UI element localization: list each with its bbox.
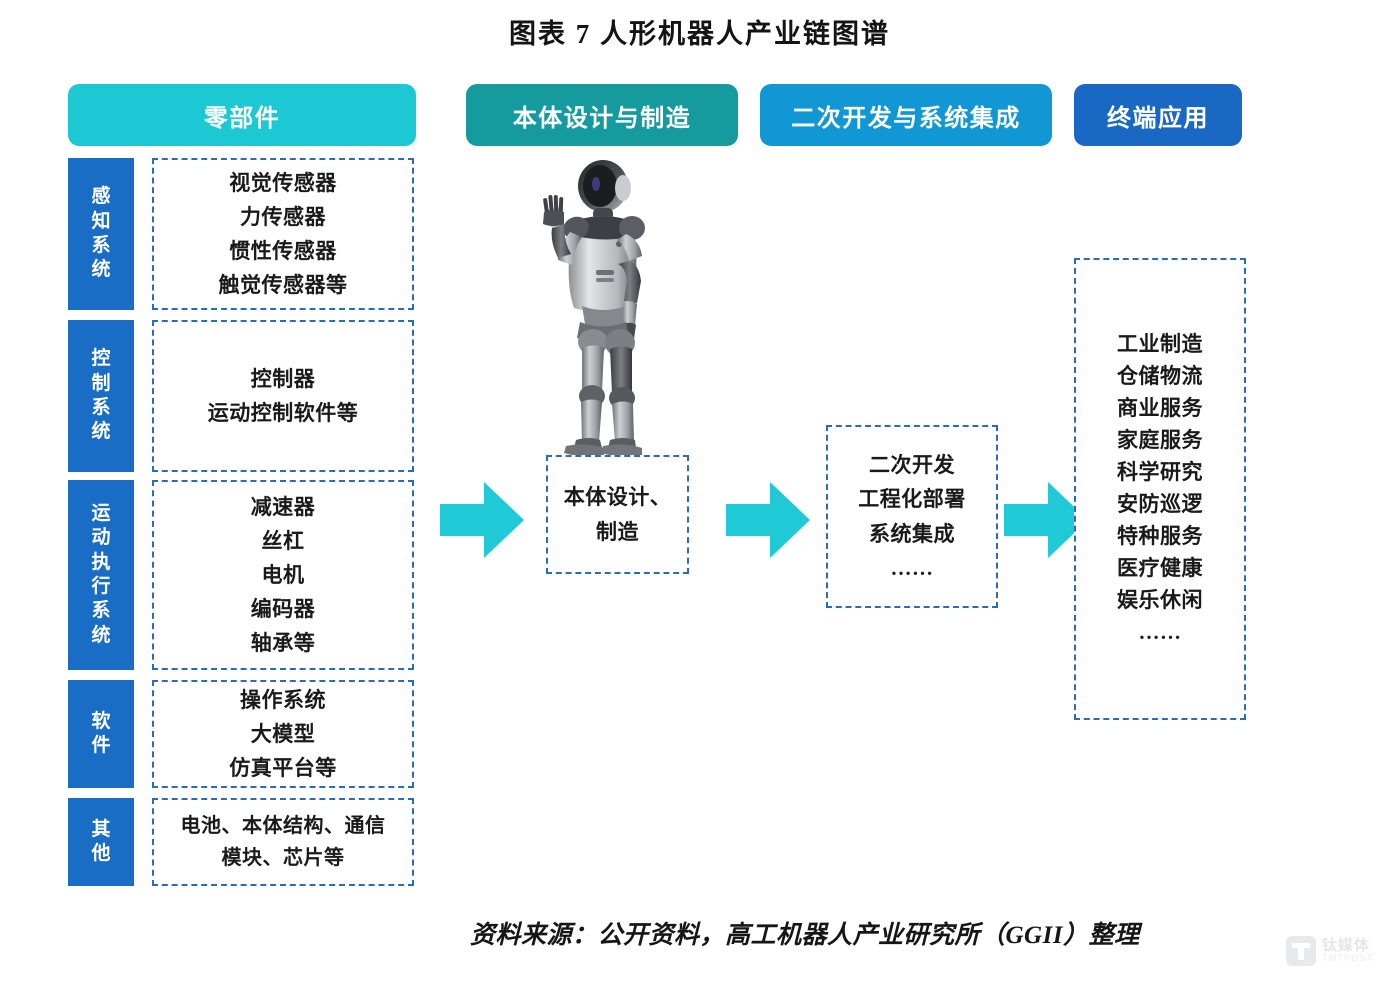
stage-box-integration: 二次开发 工程化部署 系统集成 ……: [826, 425, 998, 608]
stage-header-body-design-label: 本体设计与制造: [512, 105, 692, 132]
application-item: ……: [1138, 619, 1182, 644]
stage-item: 工程化部署: [858, 487, 966, 512]
page-title: 图表 7 人形机器人产业链图谱: [509, 19, 890, 49]
application-item: 商业服务: [1117, 396, 1203, 421]
stage-header-parts: 零部件: [68, 84, 416, 146]
component-item: 轴承等: [250, 631, 316, 656]
component-item: 电池、本体结构、通信: [180, 814, 386, 837]
flow-arrow-icon: [440, 482, 524, 558]
source-note: 资料来源：公开资料，高工机器人产业研究所（GGII）整理: [470, 922, 1140, 949]
component-item: 编码器: [250, 597, 316, 621]
category-tab-motion-execution: 运动执行系统: [68, 480, 134, 670]
flow-arrow-icon: [726, 482, 810, 558]
component-box-software: 操作系统 大模型 仿真平台等: [152, 680, 414, 788]
application-item: 家庭服务: [1117, 428, 1203, 453]
category-tab-software: 软件: [68, 680, 134, 788]
robot-head: [578, 160, 631, 220]
component-item: 操作系统: [240, 687, 326, 712]
component-item: 丝杠: [261, 528, 305, 553]
stage-box-body-design: 本体设计、 制造: [546, 455, 689, 574]
application-item: 娱乐休闲: [1117, 587, 1203, 612]
humanoid-robot-image: [543, 160, 645, 457]
watermark-text: 钛媒体 TMTPOST: [1322, 938, 1373, 963]
category-tab-other: 其他: [68, 798, 134, 886]
component-item: 大模型: [250, 721, 316, 746]
stage-item: 制造: [596, 519, 639, 544]
component-item: 视觉传感器: [229, 170, 337, 195]
stage-header-terminal-application: 终端应用: [1074, 84, 1242, 146]
component-box-perception: 视觉传感器 力传感器 惯性传感器 触觉传感器等: [152, 158, 414, 310]
stage-item: 本体设计、: [563, 485, 672, 510]
category-tab-control: 控制系统: [68, 320, 134, 472]
component-item: 模块、芯片等: [221, 847, 345, 869]
category-tab-software-label: 软件: [91, 710, 112, 756]
application-item: 仓储物流: [1117, 364, 1203, 389]
stage-box-applications: 工业制造 仓储物流 商业服务 家庭服务 科学研究 安防巡逻 特种服务 医疗健康 …: [1074, 258, 1246, 720]
stage-header-integration: 二次开发与系统集成: [760, 84, 1052, 146]
category-tab-perception: 感知系统: [68, 158, 134, 310]
watermark: 钛媒体 TMTPOST: [1286, 936, 1373, 966]
tmtpost-logo-icon: [1286, 936, 1316, 966]
watermark-en-label: TMTPOST: [1322, 953, 1374, 964]
robot-left-leg: [564, 329, 608, 457]
stage-header-terminal-application-label: 终端应用: [1107, 105, 1209, 132]
application-item: 工业制造: [1117, 332, 1203, 357]
component-item: 电机: [261, 562, 305, 587]
component-box-motion-execution: 减速器 丝杠 电机 编码器 轴承等: [152, 480, 414, 670]
watermark-cn-label: 钛媒体: [1322, 937, 1371, 955]
component-box-control: 控制器 运动控制软件等: [152, 320, 414, 472]
stage-item: 系统集成: [869, 521, 955, 546]
stage-header-integration-label: 二次开发与系统集成: [791, 105, 1021, 132]
category-tab-control-label: 控制系统: [91, 348, 112, 443]
component-box-other: 电池、本体结构、通信 模块、芯片等: [152, 798, 414, 886]
robot-left-arm: [543, 195, 589, 265]
application-item: 科学研究: [1117, 460, 1203, 485]
stage-item: 二次开发: [869, 453, 955, 478]
component-item: 仿真平台等: [229, 756, 337, 780]
component-item: 惯性传感器: [229, 239, 337, 263]
component-item: 力传感器: [240, 204, 326, 229]
stage-header-body-design: 本体设计与制造: [466, 84, 738, 146]
application-item: 安防巡逻: [1117, 492, 1203, 516]
robot-right-leg: [601, 329, 642, 457]
component-item: 运动控制软件等: [207, 401, 359, 425]
category-tab-motion-execution-label: 运动执行系统: [91, 503, 112, 646]
flow-arrow-icon: [1004, 482, 1088, 558]
category-tab-perception-label: 感知系统: [91, 186, 112, 281]
application-item: 特种服务: [1117, 523, 1203, 548]
component-item: 减速器: [250, 494, 316, 519]
application-item: 医疗健康: [1117, 555, 1203, 580]
stage-header-parts-label: 零部件: [203, 105, 281, 132]
category-tab-other-label: 其他: [91, 818, 112, 864]
component-item: 触觉传感器等: [218, 273, 348, 298]
component-item: 控制器: [250, 366, 316, 391]
stage-item: ……: [890, 555, 934, 580]
